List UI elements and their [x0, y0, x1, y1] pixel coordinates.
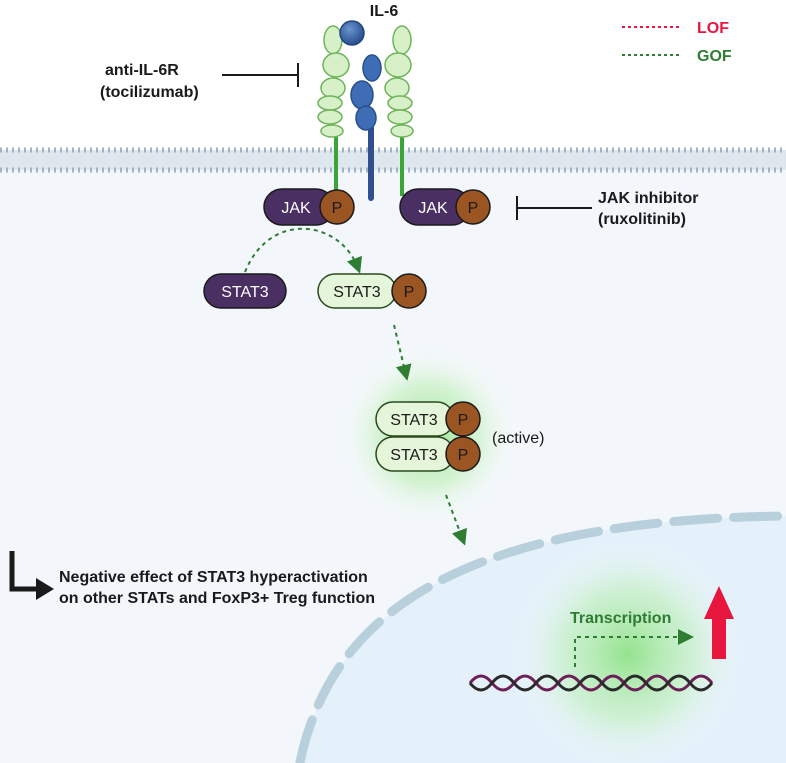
- upregulation-arrow-icon: [704, 586, 734, 659]
- stat3-inactive: STAT3: [203, 273, 287, 309]
- stat3-dimer: STAT3 P STAT3 P: [375, 401, 481, 472]
- il6-ligand: [339, 20, 365, 46]
- transcription-arrow: [574, 629, 694, 667]
- transcription-label: Transcription: [570, 610, 671, 627]
- negative-effect-note: Negative effect of STAT3 hyperactivation…: [9, 551, 375, 607]
- anti-il6r-inhibition: anti-IL-6R (tocilizumab): [100, 62, 299, 101]
- jak-right-label: JAK: [418, 200, 448, 217]
- transcription-glow: [510, 536, 746, 763]
- jak-left: JAK P: [263, 188, 355, 226]
- ruxolitinib-label: (ruxolitinib): [598, 211, 686, 228]
- jak-right: JAK P: [399, 188, 491, 226]
- jak-left-label: JAK: [281, 200, 311, 217]
- phosphorylation-arrow: [244, 227, 362, 274]
- jak-inhibitor-label: JAK inhibitor: [598, 190, 698, 207]
- stat3-dimer-bottom-phospho: P: [458, 447, 469, 464]
- nuclear-translocation-arrow: [445, 494, 467, 546]
- negative-effect-line2: on other STATs and FoxP3+ Treg function: [59, 590, 375, 607]
- tocilizumab-label: (tocilizumab): [100, 84, 199, 101]
- jak-inhibition: JAK inhibitor (ruxolitinib): [516, 190, 698, 228]
- negative-effect-line1: Negative effect of STAT3 hyperactivation: [59, 569, 368, 586]
- dna-helix: [468, 674, 714, 692]
- stat3-phosphorylated-phospho: P: [404, 284, 415, 301]
- il6-receptor-complex: [317, 20, 414, 201]
- stat3-phosphorylated-label: STAT3: [333, 284, 381, 301]
- legend-lof: LOF: [697, 20, 729, 37]
- nuclear-envelope: [295, 511, 786, 763]
- stat3-phosphorylated: STAT3 P: [317, 273, 427, 309]
- dimerization-arrow: [393, 324, 412, 381]
- jak-right-phospho: P: [468, 200, 479, 217]
- il6-label: IL-6: [370, 3, 399, 20]
- bent-arrow-icon: [9, 551, 38, 592]
- legend-gof: GOF: [697, 48, 732, 65]
- stat3-dimer-bottom-label: STAT3: [390, 447, 438, 464]
- cell-membrane: [0, 147, 786, 173]
- stat3-dimer-top-phospho: P: [458, 412, 469, 429]
- legend: LOF GOF: [622, 20, 732, 65]
- active-state-label: (active): [492, 430, 544, 447]
- jak-left-phospho: P: [332, 200, 343, 217]
- stat3-inactive-label: STAT3: [221, 284, 269, 301]
- anti-il6r-label: anti-IL-6R: [105, 62, 179, 79]
- stat3-dimer-top-label: STAT3: [390, 412, 438, 429]
